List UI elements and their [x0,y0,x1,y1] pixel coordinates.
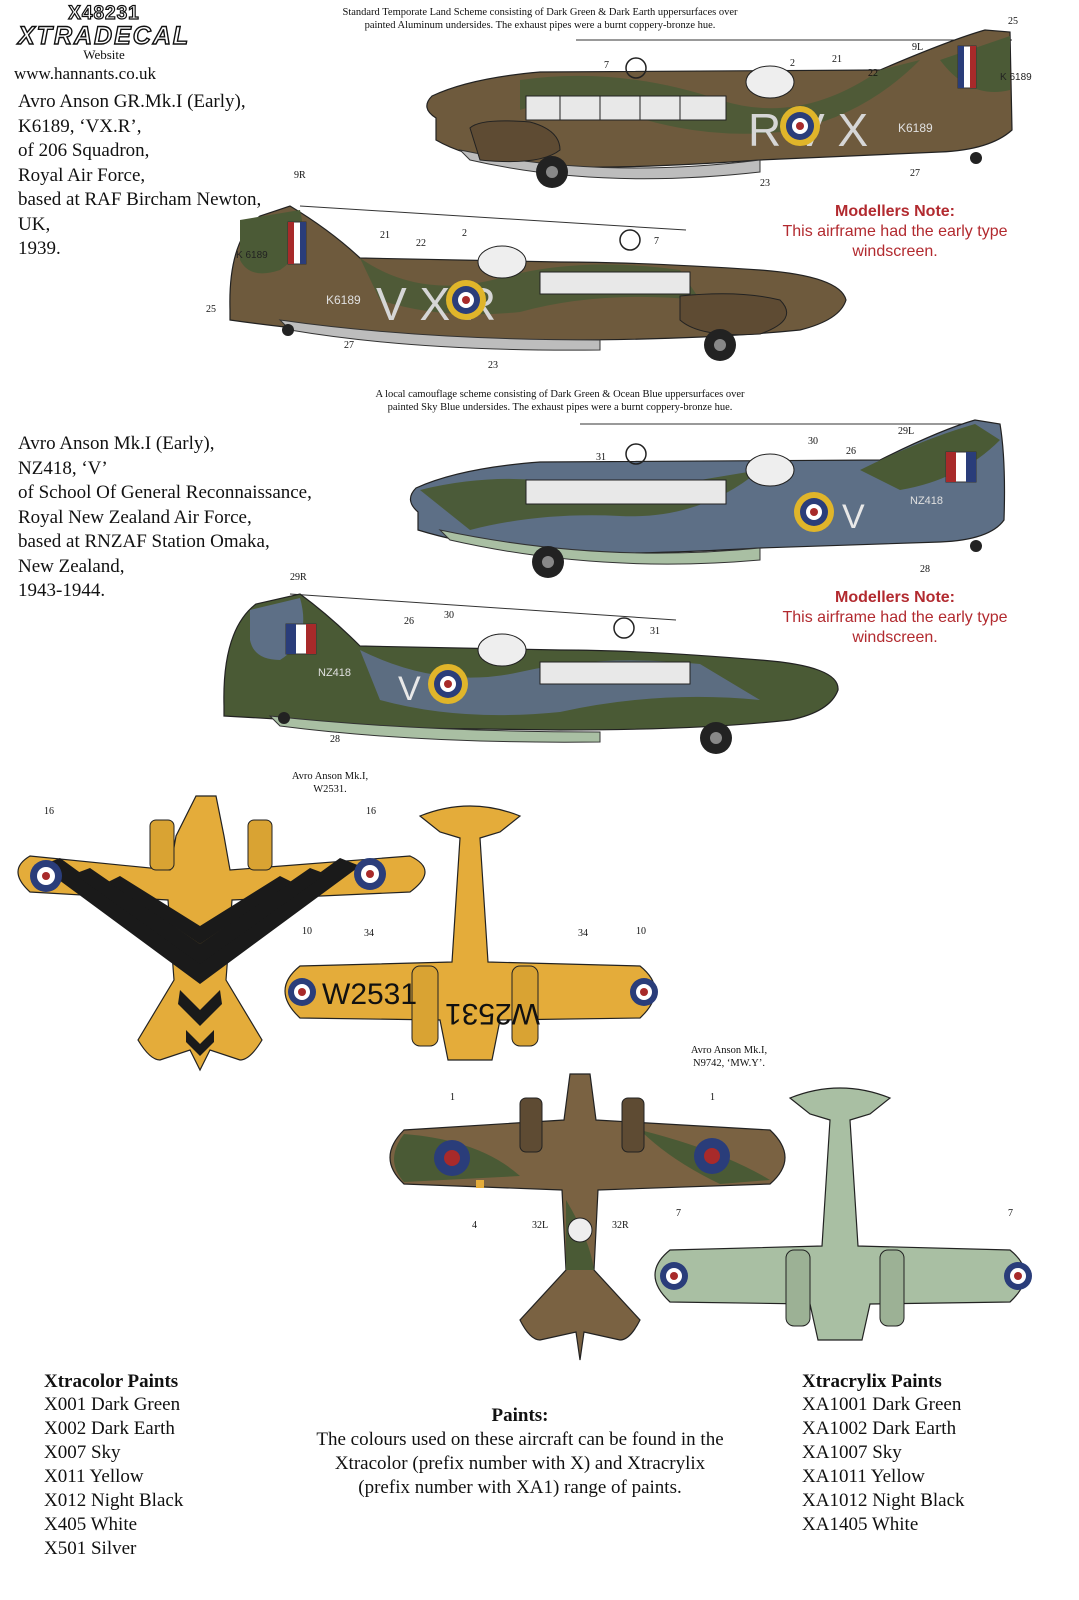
callout-number: 29L [898,426,914,437]
callout-number: 1 [450,1092,455,1103]
callout-number: 9R [294,170,306,181]
aircraft1-fin-code-right: K 6189 [1000,72,1032,83]
desc-line: UK, [18,213,51,235]
callout-number: 27 [910,168,920,179]
brand-block: X48231 XTRADECAL Website www.hannants.co… [14,3,194,84]
aircraft1-serial-right: K6189 [898,121,933,135]
callout-number: 26 [846,446,856,457]
n9742-bottom-view: 7 7 [654,1087,1032,1341]
callout-number: 28 [330,734,340,745]
product-code: X48231 [68,3,140,24]
desc-line: Royal Air Force, [18,164,146,186]
callout-number: 25 [206,304,216,315]
callout-number: 28 [920,564,930,575]
callout-number: 32L [532,1220,548,1231]
paint-item: X012 Night Black [44,1490,184,1511]
paint-item: X001 Dark Green [44,1394,181,1415]
callout-number: 9L [912,42,923,53]
desc-line: of 206 Squadron, [18,140,150,161]
callout-number: 2 [790,58,795,69]
aircraft2-description: Avro Anson Mk.I (Early), NZ418, ‘V’ of S… [18,433,312,601]
callout-number: 34 [364,928,374,939]
desc-line: based at RAF Bircham Newton, [18,189,262,210]
aircraft2-scheme: A local camouflage scheme consisting of … [375,389,745,413]
callout-number: 25 [1008,16,1018,27]
callout-number: 23 [760,178,770,189]
w2531-bottom-view: W2531 W2531 10 34 34 10 [284,805,658,1061]
paint-item: XA1007 Sky [802,1442,902,1463]
callout-number: 16 [366,806,376,817]
xtracolor-paints: Xtracolor Paints X001 Dark Green X002 Da… [44,1370,264,1561]
aircraft2-code-left: V [398,670,421,708]
callout-number: 21 [832,54,842,65]
callout-number: 31 [650,626,660,637]
callout-number: 4 [472,1220,477,1231]
callout-number: 29R [290,572,307,583]
callout-number: 22 [416,238,426,249]
aircraft1-modellers-note: Modellers Note: This airframe had the ea… [782,203,1008,260]
callout-number: 7 [604,60,609,71]
callout-number: 21 [380,230,390,241]
callout-number: 27 [344,340,354,351]
callout-number: 2 [462,228,467,239]
callout-number: 7 [654,236,659,247]
aircraft1-side-view-right: V X R K6189 K 6189 9R 21 22 2 7 25 27 23 [206,170,847,371]
aircraft2-side-view-right: V NZ418 29R 26 30 31 28 [223,572,839,754]
paint-item: XA1012 Night Black [802,1490,965,1511]
w2531-serial-left: W2531 [322,978,417,1011]
callout-number: 34 [578,928,588,939]
paint-item: XA1002 Dark Earth [802,1418,957,1439]
aircraft2-modellers-note: Modellers Note: This airframe had the ea… [782,589,1008,646]
paint-item: XA1001 Dark Green [802,1394,962,1415]
paints-note: Paints: The colours used on these aircra… [316,1405,724,1498]
callout-number: 22 [868,68,878,79]
callout-number: 7 [676,1208,681,1219]
callout-number: 26 [404,616,414,627]
aircraft1-scheme: Standard Temporate Land Scheme consistin… [342,7,738,31]
aircraft1-side-view-left: R V X K6189 K 6189 25 9L 7 2 21 22 23 27 [426,16,1032,189]
xtracrylix-paints: Xtracrylix Paints XA1001 Dark Green XA10… [802,1370,1042,1537]
paint-item: X002 Dark Earth [44,1418,175,1439]
callout-number: 23 [488,360,498,371]
paint-item: XA1405 White [802,1514,919,1535]
website-url[interactable]: www.hannants.co.uk [14,64,156,83]
w2531-caption: Avro Anson Mk.I, W2531. [291,771,369,795]
callout-number: 1 [710,1092,715,1103]
n9742-top-view: 1 1 4 32L 32R [389,1073,786,1361]
paint-item: XA1011 Yellow [802,1466,925,1487]
desc-line: 1939. [18,238,61,259]
aircraft2-serial-left: NZ418 [318,667,351,679]
paint-item: X007 Sky [44,1442,121,1463]
aircraft1-description: Avro Anson GR.Mk.I (Early), K6189, ‘VX.R… [18,90,298,262]
desc-line: K6189, ‘VX.R’, [18,115,142,137]
callout-number: 7 [1008,1208,1013,1219]
aircraft1-fin-code-left: K 6189 [236,250,268,261]
callout-number: 32R [612,1220,629,1231]
w2531-serial-right: W2531 [445,997,540,1030]
aircraft2-serial-right: NZ418 [910,495,943,507]
callout-number: 30 [808,436,818,447]
callout-number: 10 [302,926,312,937]
aircraft2-code-right: V [842,498,865,536]
callout-number: 16 [44,806,54,817]
desc-line: Avro Anson GR.Mk.I (Early), [18,91,246,112]
paint-item: X011 Yellow [44,1466,144,1487]
callout-number: 30 [444,610,454,621]
brand-logo: XTRADECAL [17,22,191,50]
callout-number: 10 [636,926,646,937]
website-label: Website [83,47,125,62]
aircraft2-side-view-left: V NZ418 29L 30 26 31 28 [409,419,1006,578]
paint-item: X501 Silver [44,1538,137,1559]
callout-number: 31 [596,452,606,463]
n9742-caption: Avro Anson Mk.I, N9742, ‘MW.Y’. [690,1045,768,1069]
paint-item: X405 White [44,1514,138,1535]
aircraft1-serial-left: K6189 [326,293,361,307]
w2531-top-view: 16 16 [17,795,426,1072]
